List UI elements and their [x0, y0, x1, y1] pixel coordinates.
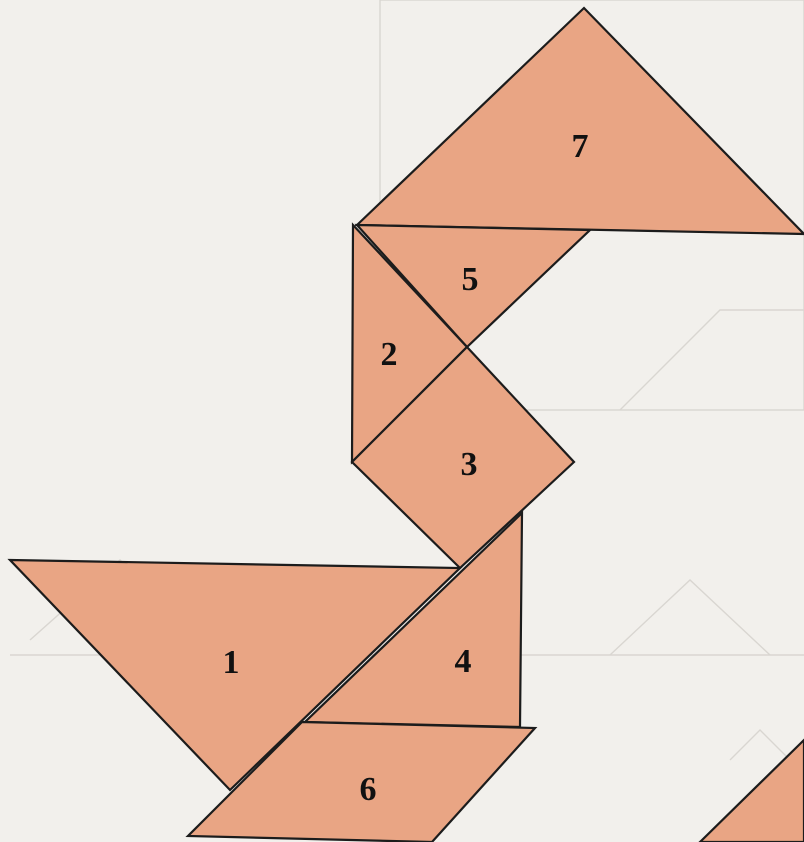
piece-label-3: 3: [461, 446, 478, 483]
piece-label-4: 4: [455, 643, 472, 680]
piece-label-6: 6: [360, 771, 377, 808]
tangram-piece-7: [357, 8, 804, 234]
piece-label-5: 5: [462, 261, 479, 298]
piece-label-7: 7: [572, 128, 589, 165]
piece-label-2: 2: [381, 336, 398, 373]
tangram-piece-partial-edge: [700, 740, 804, 842]
piece-label-1: 1: [223, 644, 240, 681]
